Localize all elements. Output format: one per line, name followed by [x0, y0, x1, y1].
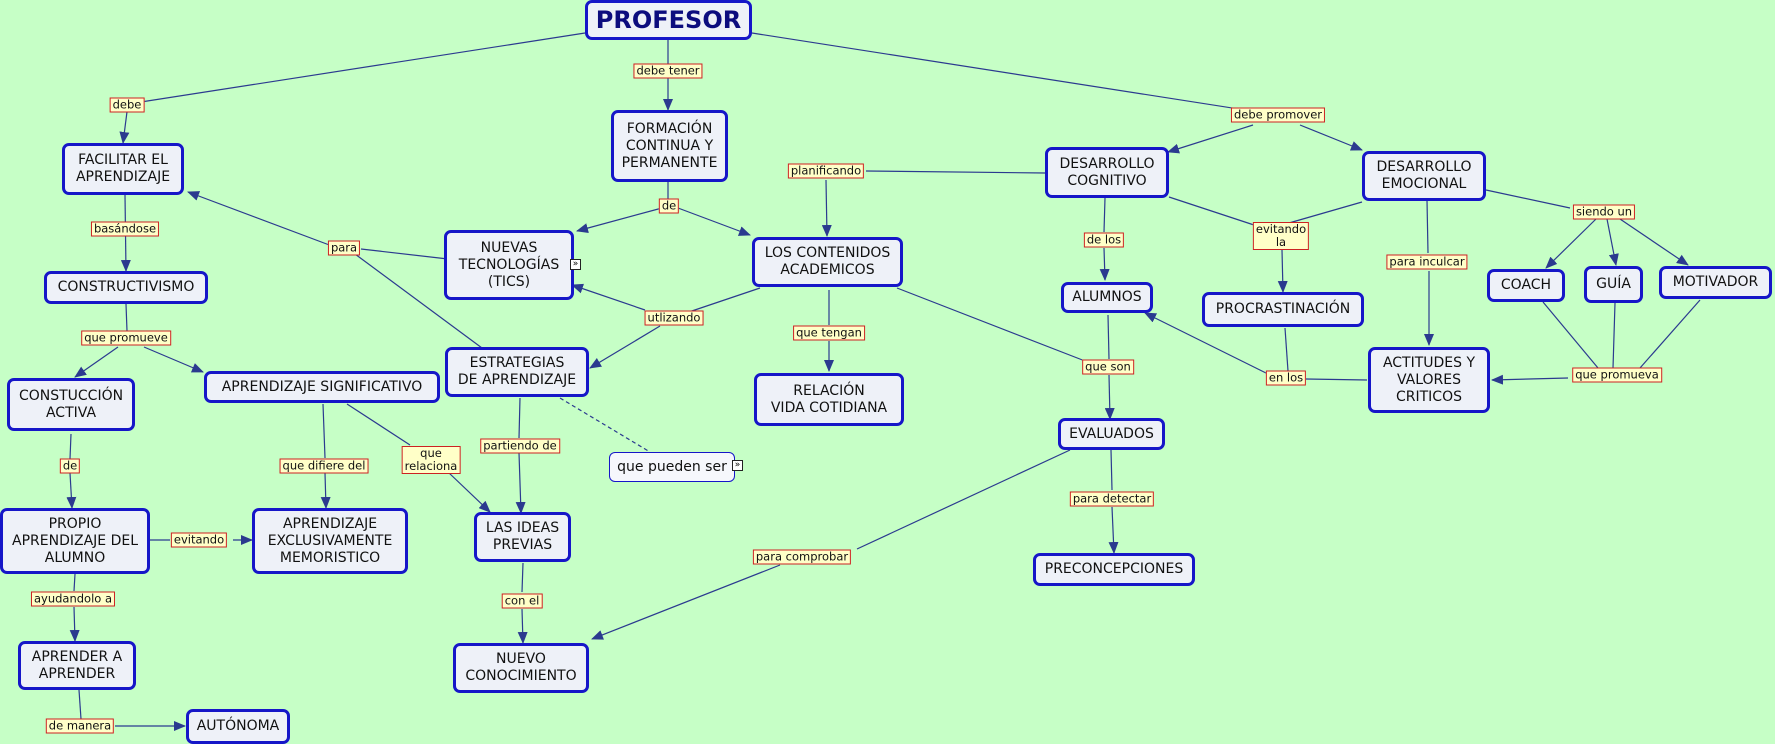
- concept-aprendizaje-memoristico[interactable]: APRENDIZAJE EXCLUSIVAMENTE MEMORISTICO: [252, 508, 408, 574]
- link-debe-promover: debe promover: [1230, 107, 1326, 123]
- concept-alumnos[interactable]: ALUMNOS: [1061, 282, 1153, 313]
- link-planificando: planificando: [787, 163, 865, 179]
- concept-constructivismo[interactable]: CONSTRUCTIVISMO: [44, 271, 208, 304]
- link-de-los: de los: [1083, 232, 1125, 248]
- link-utlizando: utlizando: [644, 310, 704, 326]
- concept-construccion-activa[interactable]: CONSTUCCIÓN ACTIVA: [7, 378, 135, 431]
- concept-contenidos-academicos[interactable]: LOS CONTENIDOS ACADEMICOS: [752, 237, 903, 287]
- link-basandose: basándose: [90, 221, 160, 237]
- link-que-son: que son: [1082, 359, 1134, 375]
- concept-desarrollo-cognitivo[interactable]: DESARROLLO COGNITIVO: [1045, 147, 1169, 198]
- concept-procrastinacion[interactable]: PROCRASTINACIÓN: [1202, 292, 1364, 327]
- link-para-detectar: para detectar: [1069, 491, 1155, 507]
- concept-ideas-previas[interactable]: LAS IDEAS PREVIAS: [474, 512, 571, 562]
- link-partiendo-de: partiendo de: [480, 438, 560, 454]
- concept-propio-aprendizaje[interactable]: PROPIO APRENDIZAJE DEL ALUMNO: [0, 508, 150, 574]
- link-siendo-un: siendo un: [1572, 204, 1636, 220]
- link-que-promueva: que promueva: [1572, 367, 1662, 383]
- concept-relacion-vida-cotidiana[interactable]: RELACIÓN VIDA COTIDIANA: [754, 373, 904, 426]
- concept-que-pueden-ser[interactable]: que pueden ser: [609, 452, 735, 482]
- concept-estrategias-aprendizaje[interactable]: ESTRATEGIAS DE APRENDIZAJE: [445, 347, 589, 397]
- link-de-manera: de manera: [45, 718, 115, 734]
- concept-preconcepciones[interactable]: PRECONCEPCIONES: [1033, 553, 1195, 586]
- link-con-el: con el: [501, 593, 543, 609]
- link-de: de: [59, 458, 81, 474]
- concept-actitudes-valores[interactable]: ACTITUDES Y VALORES CRITICOS: [1368, 347, 1490, 413]
- link-que-promueve: que promueve: [81, 330, 171, 346]
- link-ayudandolo-a: ayudandolo a: [30, 591, 116, 607]
- concept-autonoma[interactable]: AUTÓNOMA: [186, 709, 290, 744]
- link-debe-tener: debe tener: [633, 63, 703, 79]
- concept-aprender-a-aprender[interactable]: APRENDER A APRENDER: [18, 641, 136, 690]
- link-para-inculcar: para inculcar: [1386, 254, 1468, 270]
- concept-formacion-continua[interactable]: FORMACIÓN CONTINUA Y PERMANENTE: [611, 110, 728, 182]
- concept-profesor[interactable]: PROFESOR: [585, 0, 752, 40]
- concept-nuevas-tecnologias[interactable]: NUEVAS TECNOLOGÍAS (TICS): [444, 230, 574, 300]
- link-para-comprobar: para comprobar: [752, 549, 852, 565]
- concept-aprendizaje-significativo[interactable]: APRENDIZAJE SIGNIFICATIVO: [204, 371, 440, 403]
- link-que-relaciona: que relaciona: [401, 446, 461, 474]
- concept-evaluados[interactable]: EVALUADOS: [1058, 418, 1165, 450]
- concept-motivador[interactable]: MOTIVADOR: [1659, 266, 1772, 299]
- link-para: para: [327, 240, 361, 256]
- concept-desarrollo-emocional[interactable]: DESARROLLO EMOCIONAL: [1362, 151, 1486, 201]
- link-debe: debe: [109, 97, 145, 113]
- link-evitando-la: evitando la: [1252, 222, 1310, 250]
- link-evitando: evitando: [170, 532, 228, 548]
- expand-icon[interactable]: »: [570, 259, 581, 270]
- concept-guia[interactable]: GUÍA: [1584, 266, 1643, 303]
- concept-nuevo-conocimiento[interactable]: NUEVO CONOCIMIENTO: [453, 643, 589, 693]
- concept-coach[interactable]: COACH: [1487, 269, 1565, 302]
- link-en-los: en los: [1265, 370, 1307, 386]
- concept-facilitar-aprendizaje[interactable]: FACILITAR EL APRENDIZAJE: [62, 143, 184, 195]
- link-de: de: [658, 198, 680, 214]
- link-que-difiere-del: que difiere del: [279, 458, 369, 474]
- link-que-tengan: que tengan: [793, 325, 865, 341]
- expand-icon[interactable]: »: [732, 460, 743, 471]
